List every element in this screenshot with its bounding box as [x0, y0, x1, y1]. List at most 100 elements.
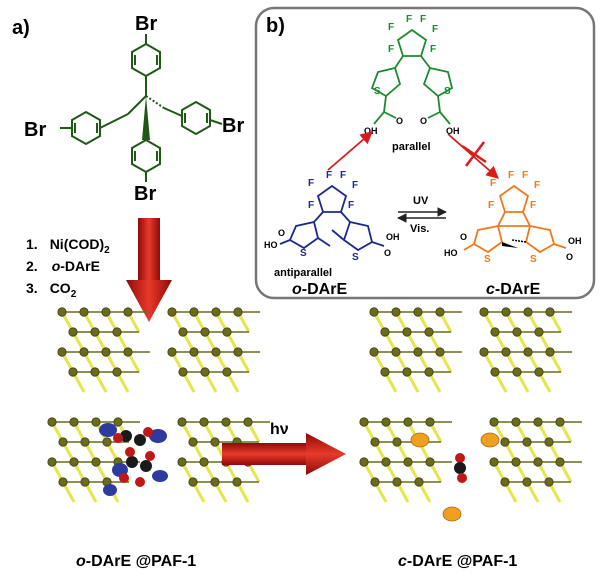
br-top: Br — [135, 13, 157, 35]
svg-text:S: S — [300, 248, 307, 259]
framework-node — [391, 347, 401, 357]
framework-node — [402, 327, 412, 337]
svg-text:F: F — [308, 200, 314, 211]
framework-node — [369, 307, 379, 317]
framework-node — [512, 367, 522, 377]
framework-node — [101, 307, 111, 317]
antiparallel-oxygens: HO O OH O — [264, 228, 400, 258]
framework-node — [511, 417, 521, 427]
framework-node — [222, 327, 232, 337]
framework-node — [425, 417, 435, 427]
framework-node — [392, 477, 402, 487]
framework-node — [435, 347, 445, 357]
guests-right — [410, 432, 500, 522]
svg-text:F: F — [388, 44, 394, 55]
closed-oxygens: HO O OH O — [444, 232, 582, 262]
framework-node — [369, 347, 379, 357]
uv-label: UV — [413, 195, 429, 207]
framework-node — [555, 457, 565, 467]
framework-node — [123, 307, 133, 317]
closed-isomer-name: c-DArE — [486, 281, 541, 298]
antiparallel-isomer — [279, 184, 385, 252]
svg-text:F: F — [508, 170, 514, 181]
arrow-antiparallel-to-parallel — [327, 131, 373, 171]
framework-node — [414, 477, 424, 487]
svg-text:S: S — [484, 254, 491, 265]
framework-node — [233, 347, 243, 357]
framework-node — [58, 477, 68, 487]
framework-node — [80, 437, 90, 447]
framework-node — [211, 347, 221, 357]
framework-node — [47, 457, 57, 467]
vis-label: Vis. — [410, 223, 429, 235]
framework-node — [112, 367, 122, 377]
step-3: 3.CO2 — [26, 280, 77, 300]
svg-text:S: S — [530, 254, 537, 265]
framework-node — [489, 417, 499, 427]
svg-text:F: F — [534, 180, 540, 191]
framework-node — [534, 367, 544, 377]
svg-text:F: F — [406, 14, 412, 25]
framework-node — [232, 477, 242, 487]
framework-node — [210, 477, 220, 487]
svg-text:O: O — [278, 228, 285, 238]
framework-node — [91, 457, 101, 467]
framework-node — [177, 457, 187, 467]
open-isomer-name: o-DArE — [292, 281, 347, 298]
svg-text:F: F — [530, 200, 536, 211]
central-carbon-bonds — [127, 95, 165, 140]
framework-node — [512, 327, 522, 337]
svg-text:HO: HO — [264, 240, 278, 250]
framework-node — [425, 457, 435, 467]
closed-methyls — [502, 239, 527, 248]
framework-node — [189, 307, 199, 317]
svg-text:F: F — [352, 180, 358, 191]
framework-node — [58, 437, 68, 447]
svg-text:F: F — [488, 200, 494, 211]
framework-node — [102, 437, 112, 447]
framework-node — [68, 367, 78, 377]
svg-text:F: F — [388, 22, 394, 33]
framework-node — [380, 327, 390, 337]
framework-node — [479, 307, 489, 317]
forbidden-cross — [461, 141, 487, 167]
photo-arrow — [222, 433, 346, 475]
framework-node — [178, 327, 188, 337]
framework-node — [199, 457, 209, 467]
framework-node — [391, 307, 401, 317]
framework-node — [177, 417, 187, 427]
framework-node — [113, 417, 123, 427]
guests-left — [99, 423, 168, 496]
closed-isomer — [463, 184, 567, 254]
svg-text:F: F — [522, 170, 528, 181]
right-framework-label: c-DArE @PAF-1 — [398, 553, 517, 570]
svg-text:HO: HO — [444, 248, 458, 258]
step-1: 1.Ni(COD)2 — [26, 236, 110, 256]
framework-node — [79, 307, 89, 317]
framework-node — [533, 457, 543, 467]
framework-node — [123, 347, 133, 357]
svg-text:O: O — [420, 116, 427, 126]
framework-node — [534, 327, 544, 337]
framework-node — [188, 477, 198, 487]
br-bottom: Br — [134, 183, 156, 205]
framework-node — [479, 347, 489, 357]
framework-node — [57, 307, 67, 317]
framework-node — [221, 417, 231, 427]
framework-node — [424, 327, 434, 337]
framework-node — [490, 327, 500, 337]
br-left: Br — [24, 119, 46, 141]
framework-node — [68, 327, 78, 337]
parallel-oxygens: OH O O OH — [364, 116, 460, 136]
framework-node — [359, 457, 369, 467]
framework-node — [500, 437, 510, 447]
hv-label: hν — [270, 421, 289, 438]
svg-text:F: F — [490, 178, 496, 189]
synthesis-arrow — [126, 218, 172, 322]
framework-node — [403, 417, 413, 427]
framework-node — [413, 347, 423, 357]
framework-node — [511, 457, 521, 467]
panel-a-label: a) — [12, 17, 30, 39]
